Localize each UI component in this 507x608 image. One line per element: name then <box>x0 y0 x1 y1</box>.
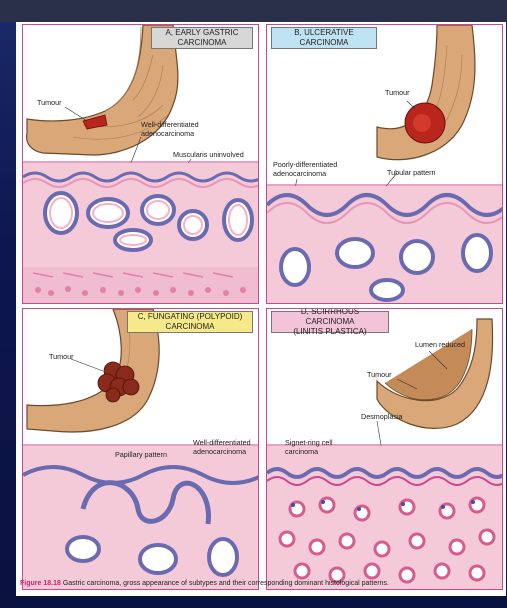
figure-caption: Figure 18.18 Gastric carcinoma, gross ap… <box>20 580 500 587</box>
top-bar <box>0 0 507 22</box>
label-muscularis-uninvolved: Muscularis uninvolved <box>173 150 244 159</box>
panel-c-illustration <box>23 309 258 589</box>
label-poorly-differentiated: Poorly-differentiated adenocarcinoma <box>273 160 338 178</box>
label-papillary-pattern: Papillary pattern <box>115 450 167 459</box>
figure-page: A, EARLY GASTRIC CARCINOMA Tumour Well-d… <box>16 22 506 596</box>
label-tumour: Tumour <box>49 352 74 361</box>
label-desmoplasia: Desmoplasia <box>361 412 403 421</box>
panel-b-title: B, ULCERATIVE CARCINOMA <box>271 27 377 49</box>
panel-d-title: D, SCIRRHOUS CARCINOMA (LINITIS PLASTICA… <box>271 309 389 336</box>
panel-a-illustration <box>23 25 258 303</box>
stomach-shape <box>376 318 494 429</box>
panel-c-title: C, FUNGATING (POLYPOID) CARCINOMA <box>127 311 253 333</box>
stomach-shape <box>376 25 476 161</box>
label-tumour: Tumour <box>37 98 62 107</box>
label-tumour: Tumour <box>367 370 392 379</box>
label-lumen-reduced: Lumen reduced <box>415 340 465 349</box>
panel-c-fungating-carcinoma: C, FUNGATING (POLYPOID) CARCINOMA Tumour… <box>22 308 259 590</box>
panel-a-title: A, EARLY GASTRIC CARCINOMA <box>151 27 253 49</box>
panel-a-early-gastric-carcinoma: A, EARLY GASTRIC CARCINOMA Tumour Well-d… <box>22 24 259 304</box>
signet-ring-cells <box>278 496 496 584</box>
label-signet-ring-cell: Signet-ring cell carcinoma <box>285 438 333 456</box>
label-tumour: Tumour <box>385 88 410 97</box>
panel-d-illustration <box>267 318 502 589</box>
label-well-differentiated: Well-differentiated adenocarcinoma <box>141 120 199 138</box>
label-tubular-pattern: Tubular pattern <box>387 168 436 177</box>
caption-text: Gastric carcinoma, gross appearance of s… <box>62 580 389 587</box>
caption-figure-number: Figure 18.18 <box>20 580 61 587</box>
label-well-differentiated: Well-differentiated adenocarcinoma <box>193 438 251 456</box>
tumour-lesion <box>97 361 140 403</box>
panel-d-scirrhous-carcinoma: D, SCIRRHOUS CARCINOMA (LINITIS PLASTICA… <box>266 308 503 590</box>
tumour-lesion <box>82 114 108 130</box>
panel-b-illustration <box>267 25 502 303</box>
panel-b-ulcerative-carcinoma: B, ULCERATIVE CARCINOMA Tumour Poorly-di… <box>266 24 503 304</box>
